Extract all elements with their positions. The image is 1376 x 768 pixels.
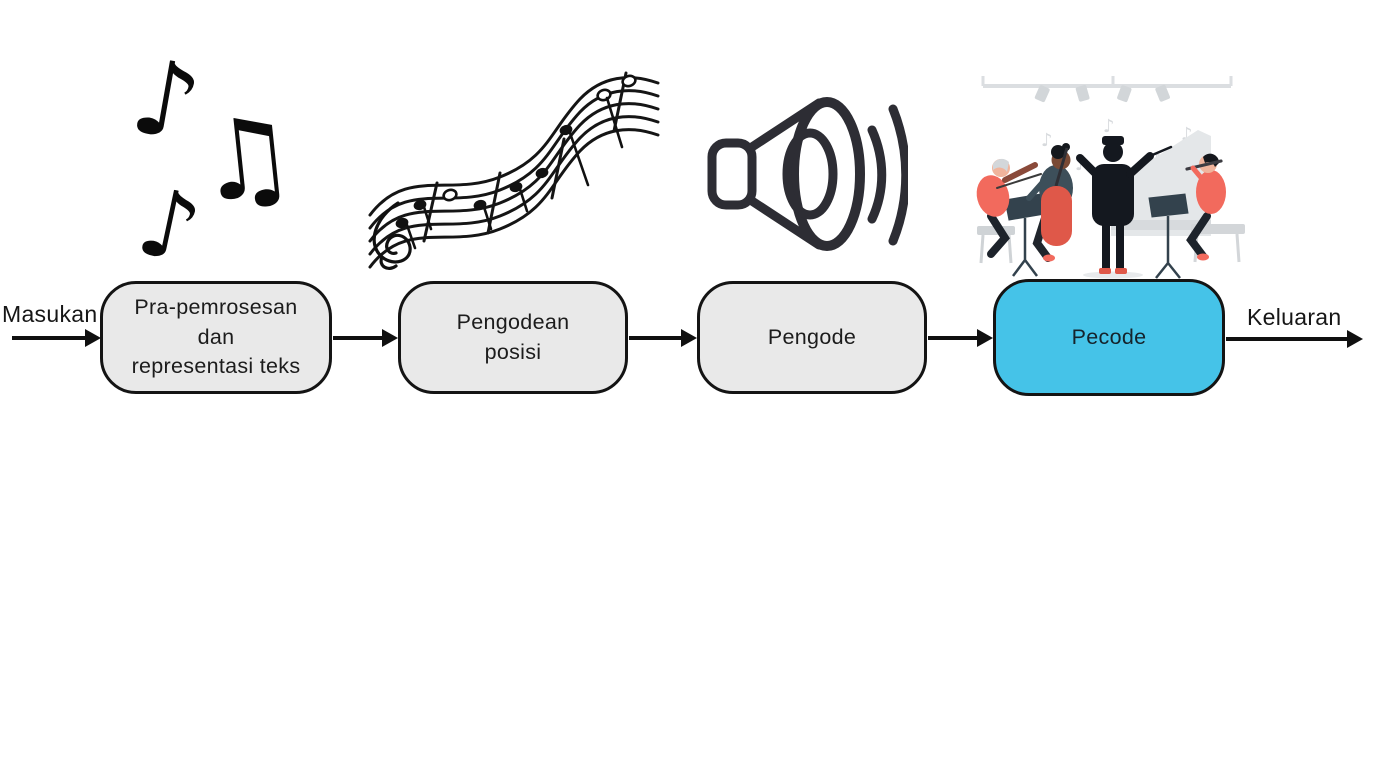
flutist [1185,153,1245,263]
input-arrow [12,336,86,340]
input-label: Masukan [2,301,98,327]
arrow-1 [333,336,383,340]
arrow-3 [928,336,978,340]
conductor [1076,136,1173,279]
sound-wave-outer [888,104,908,246]
node-label-line: representasi teks [131,354,301,379]
svg-text:♪: ♪ [1181,124,1193,145]
node-label-line: dan [197,324,235,349]
cellist [1026,143,1073,262]
music-staff-icon [368,71,660,270]
node-label-line: Pra-pemrosesan [134,295,298,320]
node-label-line: Pecode [1071,324,1147,349]
speaker-icon [707,97,908,251]
orchestra-illustration: ♪ ♪ ♪ ♪ ♪ [976,76,1245,279]
output-arrow [1226,337,1348,341]
svg-text:♪: ♪ [1075,154,1087,175]
violinist [976,158,1042,264]
baton [1148,145,1173,158]
node-preprocessing: Pra-pemrosesan dan representasi teks [100,281,332,394]
svg-text:♪: ♪ [1103,116,1115,137]
node-positional-encoding: Pengodean posisi [398,281,628,394]
sound-wave-inner [867,125,887,224]
staff-noteheads [395,74,637,250]
svg-text:♪: ♪ [1041,130,1053,151]
beamed-notes-icon: ♫ [190,90,303,228]
node-decoder: Pecode [993,279,1225,396]
output-label: Keluaran [1247,304,1342,330]
node-label-line: Pengode [767,324,857,349]
node-label-line: Pengodean [456,309,570,334]
stage-lights [981,76,1233,103]
treble-clef [372,201,412,270]
music-notes-icon: ♪ ♫ ♪ [123,34,315,286]
node-encoder: Pengode [697,281,927,394]
node-label-line: posisi [484,339,542,364]
eighth-note-icon: ♪ [128,166,210,287]
arrow-2 [629,336,682,340]
